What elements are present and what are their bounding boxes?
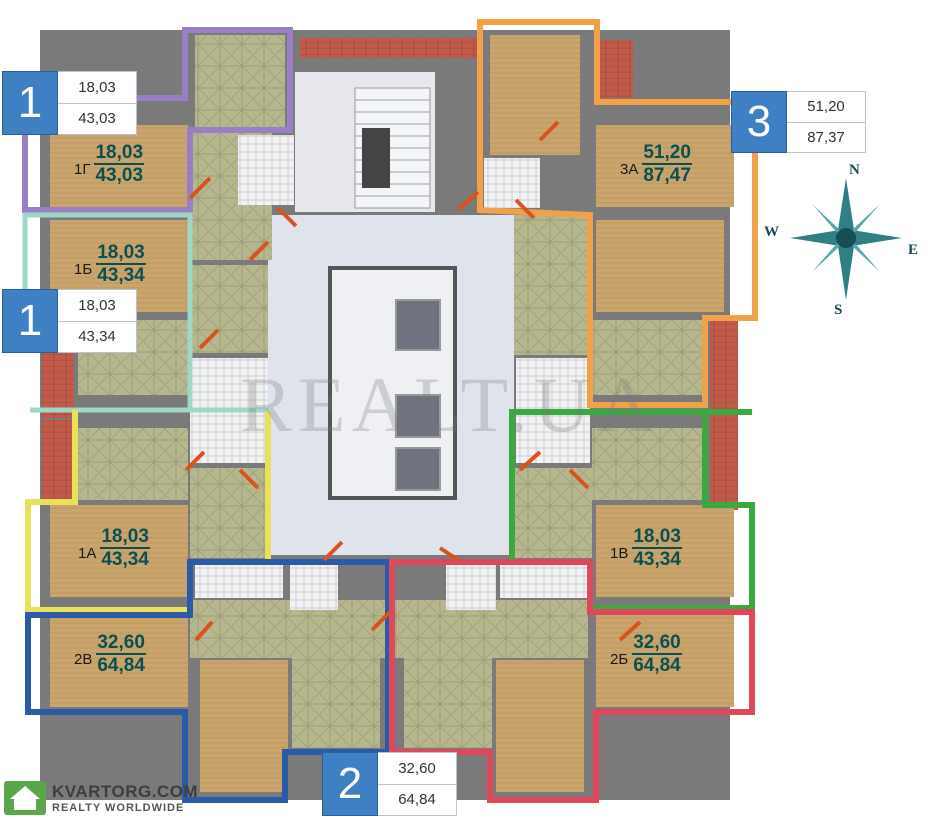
unit-living-area: 18,03 xyxy=(94,142,145,165)
unit-code: 2В xyxy=(74,650,93,668)
compass-east-label: E xyxy=(908,242,919,258)
brand-logo: KVARTORG.COM REALTY WORLDWIDE xyxy=(2,779,198,817)
hallway xyxy=(292,658,380,748)
room xyxy=(200,660,288,792)
callout-area-total: 43,03 xyxy=(58,102,136,135)
bathroom xyxy=(446,562,496,610)
balcony xyxy=(300,38,480,58)
unit-total-area: 43,34 xyxy=(97,265,145,286)
hallway xyxy=(404,658,492,748)
callout-area-living: 32,60 xyxy=(398,759,436,777)
brand-name: KVARTORG.COM xyxy=(52,782,199,801)
unit-code: 1Г xyxy=(74,160,91,178)
callout-area-living: 18,03 xyxy=(78,78,116,96)
callout-area-total: 87,37 xyxy=(787,121,865,153)
bathroom xyxy=(195,562,283,598)
watermark: REALT.UA xyxy=(240,361,659,448)
callout-2: 2 32,60 64,84 xyxy=(322,752,457,816)
callout-1-middle: 1 18,03 43,34 xyxy=(2,289,137,353)
hallway xyxy=(190,468,268,558)
unit-living-area: 18,03 xyxy=(96,242,146,265)
stair-well xyxy=(362,128,390,188)
doors xyxy=(184,120,642,642)
unit-code: 2Б xyxy=(610,650,629,668)
bathroom xyxy=(484,158,540,208)
unit-outline-2b xyxy=(389,559,755,803)
unit-code: 1А xyxy=(78,544,97,562)
unit-total-area: 87,47 xyxy=(643,165,691,186)
hallway xyxy=(190,600,386,658)
unit-outline-2v xyxy=(25,559,391,803)
unit-code: 1Б xyxy=(74,260,93,278)
callout-area-total: 64,84 xyxy=(378,783,456,816)
bathroom xyxy=(290,562,338,610)
callout-number: 1 xyxy=(2,71,58,135)
hallway xyxy=(514,215,590,355)
compass-rose xyxy=(790,178,902,300)
room xyxy=(596,505,734,597)
hallway xyxy=(190,265,268,353)
elevator xyxy=(395,447,441,491)
room xyxy=(596,220,724,312)
hallway xyxy=(514,468,592,558)
hallway xyxy=(195,35,285,127)
callout-1-top: 1 18,03 43,03 xyxy=(2,71,137,135)
unit-total-area: 43,03 xyxy=(95,165,144,186)
unit-code: 3А xyxy=(620,160,639,178)
unit-living-area: 18,03 xyxy=(100,526,150,549)
hallway xyxy=(78,428,188,500)
home-icon xyxy=(4,781,46,815)
unit-living-area: 51,20 xyxy=(642,142,692,165)
elevator xyxy=(395,394,441,438)
compass-south-label: S xyxy=(834,302,843,318)
callout-number: 2 xyxy=(322,752,378,816)
callout-3: 3 51,20 87,37 xyxy=(731,91,866,153)
callout-number: 1 xyxy=(2,289,58,353)
compass-north-label: N xyxy=(849,162,860,178)
room xyxy=(50,505,188,597)
bathroom xyxy=(238,135,294,205)
room xyxy=(490,35,580,155)
balcony xyxy=(595,40,633,98)
balcony xyxy=(42,420,74,500)
bathroom xyxy=(500,562,588,598)
unit-living-area: 32,60 xyxy=(96,632,146,655)
unit-living-area: 18,03 xyxy=(632,526,682,549)
callout-area-living: 51,20 xyxy=(807,98,845,116)
unit-living-area: 32,60 xyxy=(632,632,682,655)
elevator xyxy=(395,299,441,351)
room xyxy=(496,660,584,792)
hallway xyxy=(592,320,702,395)
hallway xyxy=(592,428,702,500)
room xyxy=(50,615,188,707)
unit-total-area: 64,84 xyxy=(97,655,145,676)
unit-total-area: 43,34 xyxy=(633,549,681,570)
room xyxy=(596,125,734,207)
brand-tagline: REALTY WORLDWIDE xyxy=(52,802,185,814)
callout-number: 3 xyxy=(731,91,787,153)
room xyxy=(596,615,734,707)
unit-code: 1В xyxy=(610,544,629,562)
unit-total-area: 64,84 xyxy=(633,655,681,676)
room xyxy=(50,125,188,207)
unit-total-area: 43,34 xyxy=(101,549,149,570)
compass-west-label: W xyxy=(764,224,779,240)
unit-outline-3a xyxy=(477,19,758,408)
callout-area-living: 18,03 xyxy=(78,296,116,314)
callout-area-total: 43,34 xyxy=(58,320,136,353)
